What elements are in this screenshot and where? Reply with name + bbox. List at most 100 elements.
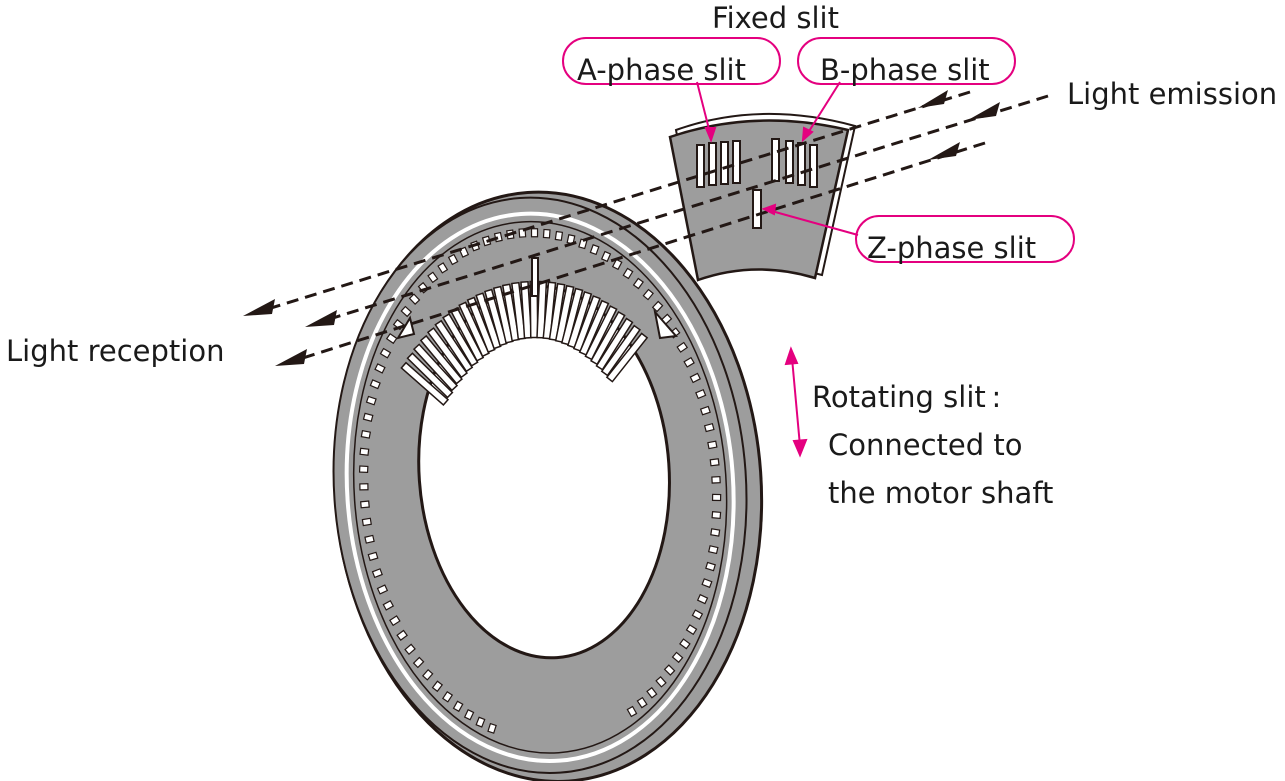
disk-tick xyxy=(385,332,398,345)
disk-tick xyxy=(710,528,721,537)
disk-slit xyxy=(466,296,496,354)
disk-tick xyxy=(437,262,449,274)
disk-tick xyxy=(711,476,721,484)
disk-tick xyxy=(711,493,722,502)
disk-tick xyxy=(404,643,416,656)
disk-tick xyxy=(530,228,539,238)
b-phase-label: B-phase slit xyxy=(820,53,990,87)
disk-tick xyxy=(379,347,392,359)
disk-slit xyxy=(434,319,474,373)
disk-tick xyxy=(371,568,383,579)
light-reception-label: Light reception xyxy=(6,334,225,368)
disk-slit xyxy=(458,301,490,358)
disk-slit xyxy=(578,299,610,356)
disk-tick xyxy=(711,511,722,519)
disk-tick xyxy=(452,700,464,713)
disk-tick xyxy=(699,405,711,416)
disk-tick xyxy=(554,230,564,241)
disk-tick xyxy=(359,447,370,456)
disk-tick xyxy=(487,722,497,734)
disk-tick xyxy=(431,680,444,693)
disk-tick xyxy=(463,709,475,721)
disk-slit xyxy=(554,284,575,343)
disk-tick xyxy=(636,696,648,709)
disk-tick xyxy=(475,716,486,728)
disk-tick xyxy=(646,686,658,699)
disk-tick xyxy=(707,440,718,450)
disk-tick xyxy=(364,534,375,544)
disk-tick xyxy=(542,228,551,239)
disk-slit xyxy=(483,288,508,347)
disk-tick xyxy=(655,676,667,688)
disk-slit xyxy=(406,352,454,399)
disk-tick xyxy=(708,545,719,555)
disk-tick xyxy=(651,300,664,313)
disk-tick xyxy=(679,638,691,650)
disk-tick xyxy=(360,500,370,509)
disk-slit xyxy=(590,311,626,366)
disk-tick xyxy=(442,690,454,703)
disk-tick xyxy=(676,341,689,353)
disk-tick xyxy=(361,517,372,527)
disk-tick xyxy=(689,372,702,384)
disk-slit xyxy=(600,324,641,377)
rotating-slit-ticks xyxy=(358,228,722,734)
disk-tick xyxy=(611,258,623,271)
fixed-slit-plate xyxy=(668,113,857,282)
disk-tick xyxy=(396,629,408,641)
disk-slit xyxy=(501,283,520,342)
disk-tick xyxy=(374,363,386,374)
disk-slit xyxy=(426,327,469,379)
disk-tick xyxy=(642,288,654,301)
disk-tick xyxy=(360,430,372,439)
disk-slit xyxy=(475,292,502,350)
disk-slit xyxy=(542,281,557,340)
arrow-reception-1 xyxy=(243,299,275,316)
disk-tick xyxy=(626,705,638,718)
disk-top-slits xyxy=(400,280,649,407)
light-emission-label: Light emission xyxy=(1067,77,1278,111)
disk-tick xyxy=(671,651,684,664)
disk-tick xyxy=(701,578,713,589)
disk-tick xyxy=(589,244,600,256)
disk-slit xyxy=(492,285,514,344)
triangle-marker-right xyxy=(653,308,678,340)
disk-slit xyxy=(595,317,634,371)
disk-tick xyxy=(691,609,704,621)
disk-tick xyxy=(696,593,709,605)
fixed-slit-label: Fixed slit xyxy=(712,1,839,35)
disk-slit xyxy=(400,361,450,407)
disk-slit xyxy=(584,305,618,361)
rotating-slit-label: Rotating slit : xyxy=(812,380,1002,414)
z-phase-callout-box xyxy=(855,215,1075,263)
disk-tick xyxy=(632,277,644,290)
disk-slit xyxy=(419,334,463,385)
disk-tick xyxy=(705,561,716,572)
disk-tick xyxy=(709,458,720,467)
disk-tick xyxy=(695,388,707,400)
triangle-marker-left xyxy=(395,315,416,340)
disk-tick xyxy=(367,551,379,562)
disk-tick xyxy=(600,250,612,263)
motor-shaft-label: the motor shaft xyxy=(828,476,1054,510)
disk-tick xyxy=(685,624,698,636)
disk-slit xyxy=(572,295,601,352)
disk-slit xyxy=(442,313,479,367)
a-phase-label: A-phase slit xyxy=(577,53,746,87)
disk-tick xyxy=(359,483,369,491)
arrowheads xyxy=(243,90,1000,366)
disk-tick xyxy=(421,668,434,681)
disk-tick xyxy=(358,465,369,474)
disk-tick xyxy=(376,584,389,595)
disk-tick xyxy=(389,615,401,627)
disk-tick xyxy=(427,271,439,284)
disk-z-slit xyxy=(531,257,539,297)
disk-tick xyxy=(362,412,374,422)
disk-slit xyxy=(566,291,593,349)
disk-tick xyxy=(382,599,395,611)
disk-tick xyxy=(369,379,381,390)
disk-tick xyxy=(703,422,715,433)
z-phase-label: Z-phase slit xyxy=(867,231,1037,265)
disk-tick xyxy=(408,293,421,305)
